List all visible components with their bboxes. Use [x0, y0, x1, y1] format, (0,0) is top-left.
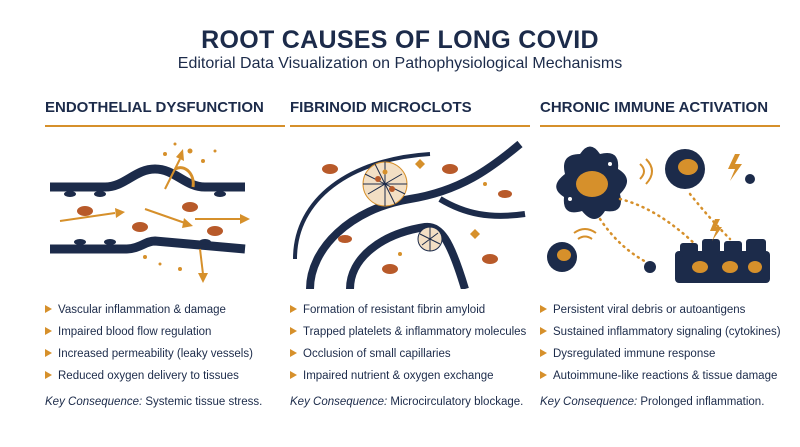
- bullet-list: Vascular inflammation & damage Impaired …: [45, 302, 285, 390]
- triangle-bullet-icon: [45, 305, 52, 313]
- column-microclots: FIBRINOID MICROCLOTS Formation of resist…: [290, 98, 530, 408]
- list-item: Persistent viral debris or autoantigens: [540, 302, 780, 324]
- bullet-list: Persistent viral debris or autoantigens …: [540, 302, 781, 390]
- triangle-bullet-icon: [290, 327, 297, 335]
- key-consequence: Key Consequence: Prolonged inflammation.: [540, 396, 765, 408]
- list-item: Trapped platelets & inflammatory molecul…: [290, 324, 530, 346]
- list-item: Autoimmune-like reactions & tissue damag…: [540, 368, 780, 390]
- list-item: Increased permeability (leaky vessels): [45, 346, 285, 368]
- column-immune: CHRONIC IMMUNE ACTIVATION: [540, 98, 781, 408]
- triangle-bullet-icon: [290, 349, 297, 357]
- triangle-bullet-icon: [45, 349, 52, 357]
- list-item: Occlusion of small capillaries: [290, 346, 530, 368]
- list-item: Sustained inflammatory signaling (cytoki…: [540, 324, 781, 346]
- triangle-bullet-icon: [290, 305, 297, 313]
- triangle-bullet-icon: [290, 371, 297, 379]
- key-consequence: Key Consequence: Microcirculatory blocka…: [290, 396, 524, 408]
- key-consequence: Key Consequence: Systemic tissue stress.: [45, 396, 263, 408]
- triangle-bullet-icon: [540, 305, 547, 313]
- list-item: Dysregulated immune response: [540, 346, 780, 368]
- page-title: ROOT CAUSES OF LONG COVID: [201, 26, 599, 54]
- column-endothelial: ENDOTHELIAL DYSFUNCTION: [45, 98, 285, 408]
- blood-vessel-illustration: [50, 142, 250, 283]
- list-item: Formation of resistant fibrin amyloid: [290, 302, 530, 324]
- column-divider: [290, 125, 530, 127]
- triangle-bullet-icon: [540, 371, 547, 379]
- triangle-bullet-icon: [45, 371, 52, 379]
- list-item: Impaired blood flow regulation: [45, 324, 285, 346]
- triangle-bullet-icon: [540, 327, 547, 335]
- column-divider: [540, 125, 780, 127]
- column-title: ENDOTHELIAL DYSFUNCTION: [45, 99, 264, 116]
- page-subtitle: Editorial Data Visualization on Pathophy…: [177, 55, 623, 72]
- triangle-bullet-icon: [540, 349, 547, 357]
- column-title: FIBRINOID MICROCLOTS: [290, 99, 472, 116]
- bullet-list: Formation of resistant fibrin amyloid Tr…: [290, 302, 530, 390]
- list-item: Vascular inflammation & damage: [45, 302, 285, 324]
- microclot-illustration: [293, 140, 526, 289]
- triangle-bullet-icon: [45, 327, 52, 335]
- immune-cell-illustration: [547, 146, 770, 283]
- list-item: Reduced oxygen delivery to tissues: [45, 368, 285, 390]
- list-item: Impaired nutrient & oxygen exchange: [290, 368, 530, 390]
- column-divider: [45, 125, 285, 127]
- column-title: CHRONIC IMMUNE ACTIVATION: [540, 99, 769, 116]
